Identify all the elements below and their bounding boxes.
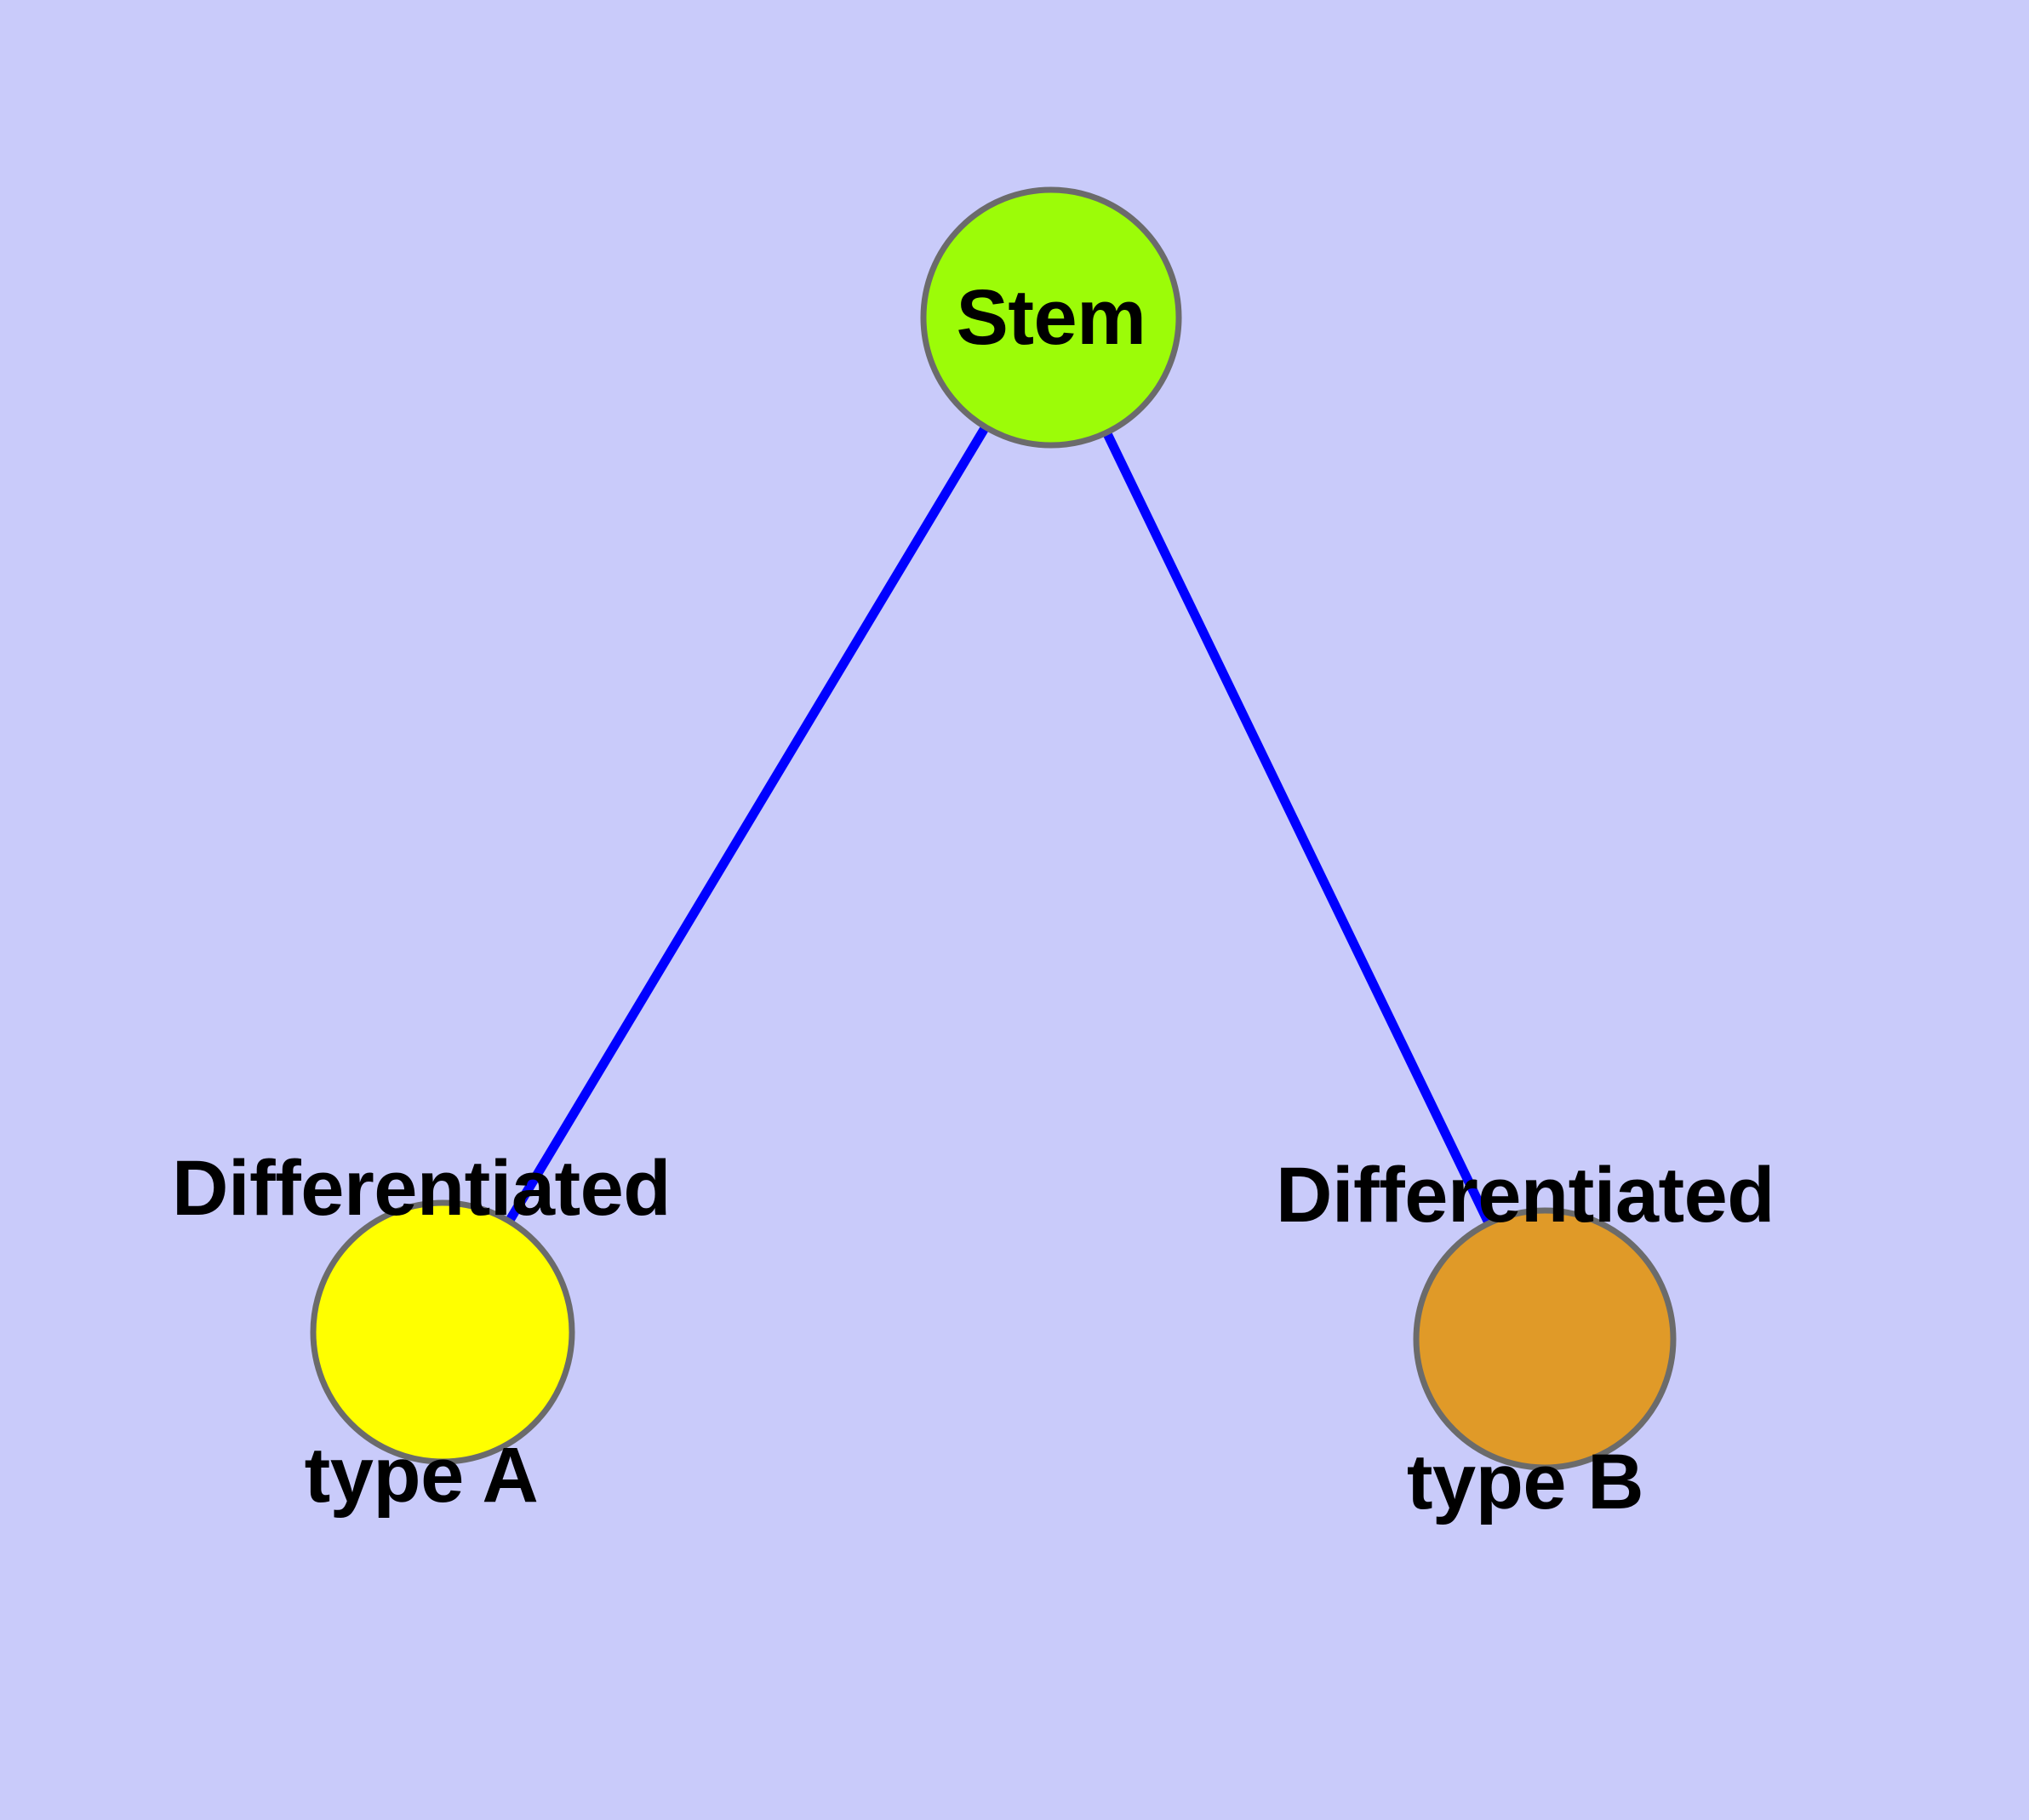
edge-stem-to-differentiated-type-b bbox=[1047, 315, 1549, 1342]
node-differentiated-type-a[interactable] bbox=[310, 1199, 575, 1465]
edge-stem-to-differentiated-type-a bbox=[438, 315, 1055, 1335]
node-group bbox=[310, 186, 1677, 1471]
node-differentiated-type-b[interactable] bbox=[1413, 1207, 1677, 1471]
node-stem[interactable] bbox=[920, 186, 1182, 449]
edge-group bbox=[438, 315, 1549, 1342]
